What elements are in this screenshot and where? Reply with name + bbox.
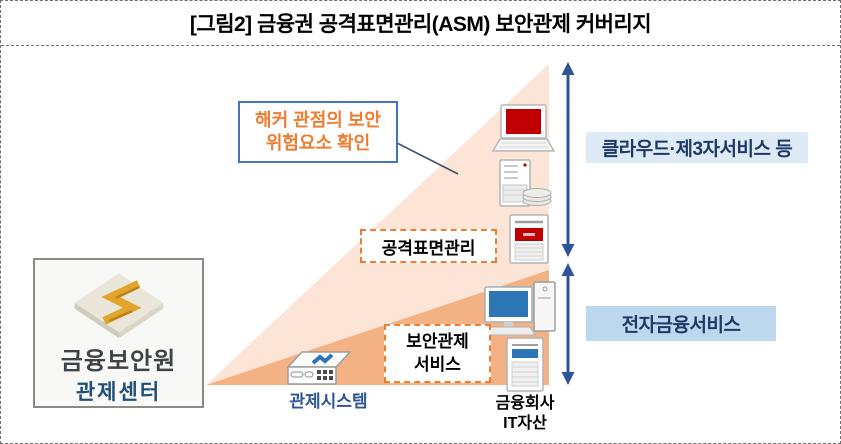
server-tower-icon <box>506 337 544 392</box>
control-system-text: 관제시스템 <box>289 392 368 411</box>
callout-connector-line <box>396 142 459 175</box>
cloud-zone-label: 클라우드·제3자서비스 등 <box>586 132 808 163</box>
soc-label-box: 보안관제 서비스 <box>384 324 491 383</box>
asm-label: 공격표면관리 <box>381 238 476 258</box>
fsi-org-name: 금융보안원 <box>60 348 177 375</box>
fsi-logo-icon <box>74 273 163 339</box>
soc-label-line1: 보안관제 <box>406 331 469 351</box>
network-device-icon <box>286 351 352 385</box>
desktop-pc-icon <box>481 281 556 336</box>
hacker-callout-box: 해커 관점의 보안 위험요소 확인 <box>238 101 398 163</box>
efs-range-arrow <box>561 263 575 385</box>
it-assets-label: 금융회사 IT자산 <box>487 392 563 436</box>
fsi-center-name: 관제센터 <box>75 381 162 404</box>
efs-zone-label: 전자금융서비스 <box>586 306 776 341</box>
asm-label-box: 공격표면관리 <box>360 229 497 263</box>
fsi-logo-box: 금융보안원 관제센터 <box>33 258 204 408</box>
laptop-icon <box>491 104 556 152</box>
it-assets-line1: 금융회사 <box>495 395 555 412</box>
kiosk-server-icon <box>509 214 549 264</box>
control-system-label: 관제시스템 <box>271 389 386 411</box>
figure-title: [그림2] 금융권 공격표면관리(ASM) 보안관제 커버리지 <box>1 1 840 46</box>
server-stack-icon <box>499 159 552 207</box>
hacker-callout-line1: 해커 관점의 보안 <box>255 109 381 130</box>
it-assets-line2: IT자산 <box>503 415 547 432</box>
efs-zone-text: 전자금융서비스 <box>621 315 741 336</box>
cloud-range-arrow <box>561 62 575 257</box>
soc-label-line2: 서비스 <box>414 354 461 374</box>
cloud-zone-text: 클라우드·제3자서비스 등 <box>601 139 793 160</box>
hacker-callout-line2: 위험요소 확인 <box>265 133 371 153</box>
